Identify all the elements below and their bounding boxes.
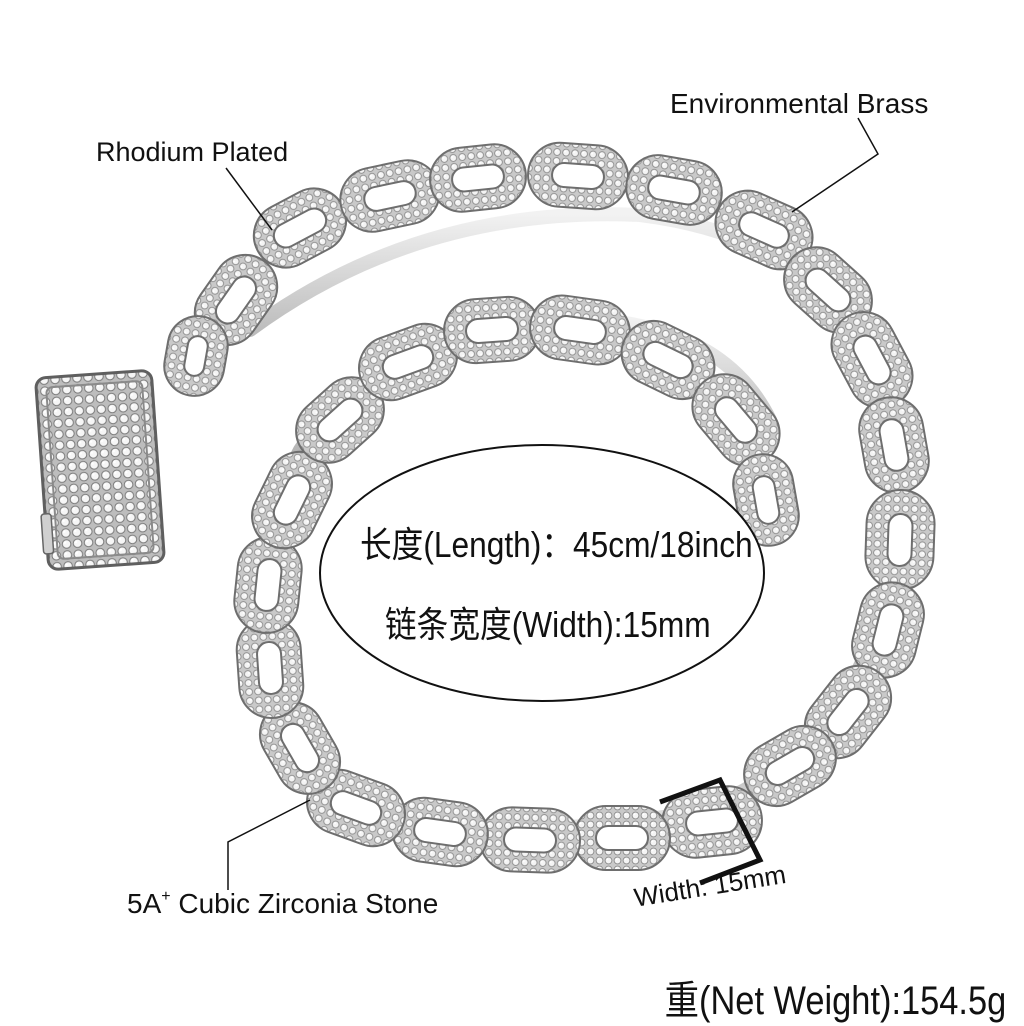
- stone-grade-plus: +: [161, 888, 171, 905]
- rhodium-leader: [225, 167, 273, 231]
- brass-leader: [791, 117, 879, 213]
- chain-links: [163, 141, 936, 874]
- stone-leader: [227, 799, 311, 890]
- width-spec: 链条宽度(Width):15mm: [385, 604, 711, 645]
- rhodium-plated-label: Rhodium Plated: [96, 137, 289, 167]
- stone-grade: 5A: [127, 888, 162, 919]
- width-measure-bracket: [659, 776, 764, 886]
- stone-description: Cubic Zirconia Stone: [170, 888, 439, 919]
- cubic-zirconia-label: 5A+ Cubic Zirconia Stone: [127, 888, 438, 920]
- box-clasp: [34, 369, 166, 571]
- net-weight-label: 重(Net Weight):154.5g: [664, 979, 1006, 1023]
- environmental-brass-label: Environmental Brass: [670, 88, 929, 119]
- length-spec: 长度(Length)：45cm/18inch: [360, 524, 753, 565]
- callout-leaders: [225, 117, 879, 890]
- spec-oval: [319, 444, 765, 702]
